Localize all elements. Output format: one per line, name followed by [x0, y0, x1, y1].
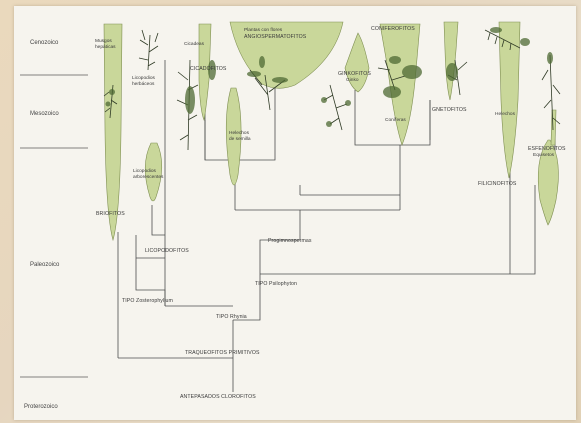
label-angiospermatofitos: ANGIOSPERMATOFITOS: [244, 34, 307, 40]
label-equisetos: Equisetos: [533, 152, 555, 158]
label-cicadofitos: CICADOFITOS: [190, 66, 227, 72]
label-plantas-flores: Plantas con flores: [244, 27, 283, 33]
label-ginko: Ginko: [346, 77, 359, 83]
label-gnetofitos: GNETOFITOS: [432, 107, 467, 113]
spindle-equisetos-stem: [551, 110, 556, 145]
horsetail-illustration: [542, 52, 560, 130]
label-licopodios-herbaceos-2: herbáceos: [132, 81, 155, 87]
era-paleozoico: Paleozoico: [30, 262, 60, 268]
spindle-ginkofitos: [345, 33, 369, 92]
era-proterozoico: Proterozoico: [24, 404, 58, 410]
cycad-illustration: [177, 60, 216, 150]
label-ginkofitos: GINKOFITOS: [338, 71, 371, 77]
label-coniferas: Coníferas: [385, 117, 406, 123]
label-tipo-rhynia: TIPO Rhynia: [216, 314, 247, 320]
label-hepaticas: hepáticas: [95, 44, 116, 50]
label-helechos-semilla-2: de semilla: [229, 136, 251, 142]
label-licopodofitos: LICOPODOFITOS: [145, 248, 189, 254]
lineage-spindles: [104, 22, 558, 240]
label-licopodios-arborescentes-2: arborescentes: [133, 174, 164, 180]
herbaceous-lycopod-illustration: [139, 30, 158, 70]
spindle-gnetofitos: [444, 22, 458, 100]
label-tipo-zosterophyllum: TIPO Zosterophyllum: [122, 298, 173, 304]
era-cenozoico: Cenozoico: [30, 40, 59, 46]
era-mesozoico: Mesozoico: [30, 111, 59, 117]
label-progimnospermas: Progimnospermas: [268, 238, 312, 244]
label-helechos-semilla-1: Helechos: [229, 130, 250, 136]
label-coniferofitos: CONIFEROFITOS: [371, 26, 415, 32]
ginkgo-illustration: [321, 85, 351, 130]
label-traqueofitos-primitivos: TRAQUEOFITOS PRIMITIVOS: [185, 350, 260, 356]
label-tipo-psilophyton: TIPO Psilophyton: [255, 281, 297, 287]
label-licopodios-herbaceos-1: Licopodios: [132, 75, 156, 81]
label-esfenofitos: ESFENOFITOS: [528, 146, 566, 152]
diagram-labels: Musgos hepáticas BRIOFITOS Licopodios he…: [95, 26, 566, 400]
spindle-briofitos: [104, 24, 122, 240]
label-filicinofitos: FILICINOFITOS: [478, 181, 517, 187]
label-musgos: Musgos: [95, 38, 112, 44]
label-cicadeas: Cicadeas: [184, 41, 205, 47]
label-licopodios-arborescentes-1: Licopodios: [133, 168, 157, 174]
spindle-coniferofitos: [380, 24, 420, 145]
label-helechos: Helechos: [495, 111, 516, 117]
label-briofitos: BRIOFITOS: [96, 211, 125, 217]
label-antepasados-clorofitos: ANTEPASADOS CLOROFITOS: [180, 394, 256, 400]
